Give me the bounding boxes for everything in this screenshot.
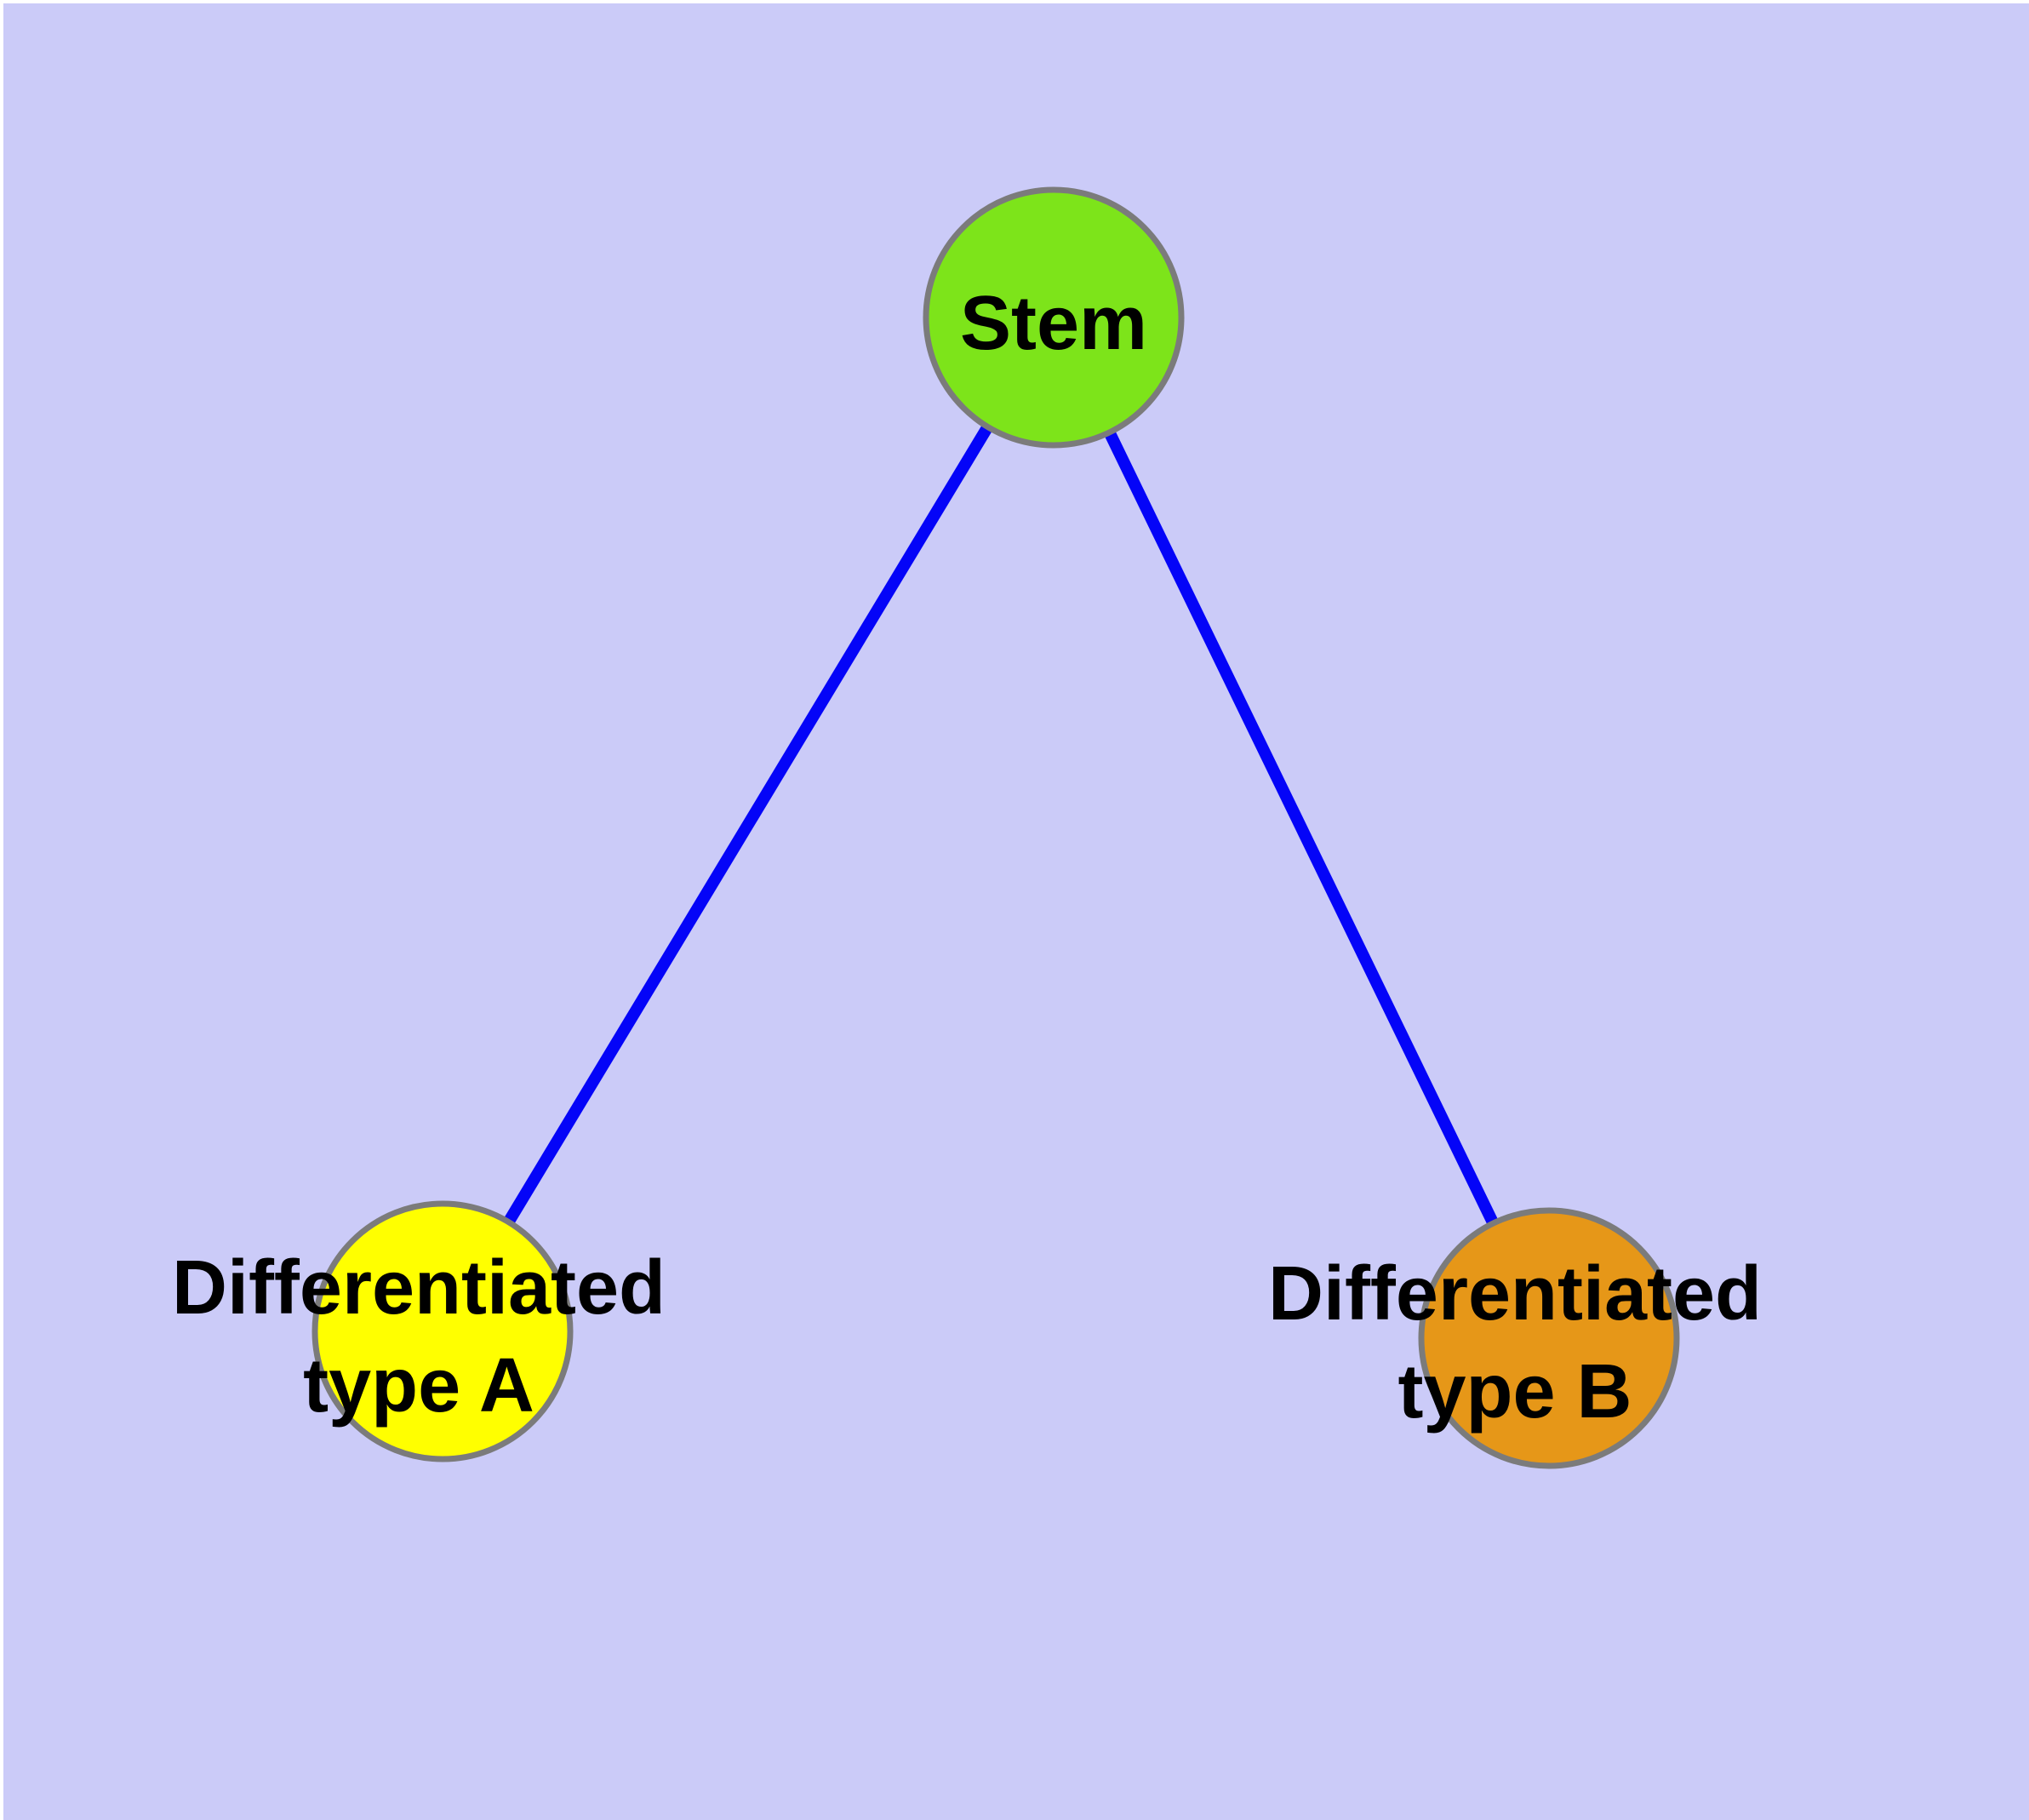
- node-type-a[interactable]: [311, 1200, 574, 1462]
- node-type-a-label-line1: Differentiated: [172, 1245, 666, 1331]
- edge-stem-to-type-a: [437, 314, 1059, 1335]
- node-type-b-label-line2: type B: [1397, 1349, 1632, 1434]
- node-stem[interactable]: [923, 186, 1185, 449]
- edge-stem-to-type-b: [1048, 314, 1555, 1342]
- node-stem-label: Stem: [960, 281, 1147, 366]
- node-type-b[interactable]: [1418, 1207, 1680, 1469]
- node-type-a-label-line2: type A: [303, 1343, 534, 1428]
- node-type-b-label-line1: Differentiated: [1268, 1251, 1762, 1336]
